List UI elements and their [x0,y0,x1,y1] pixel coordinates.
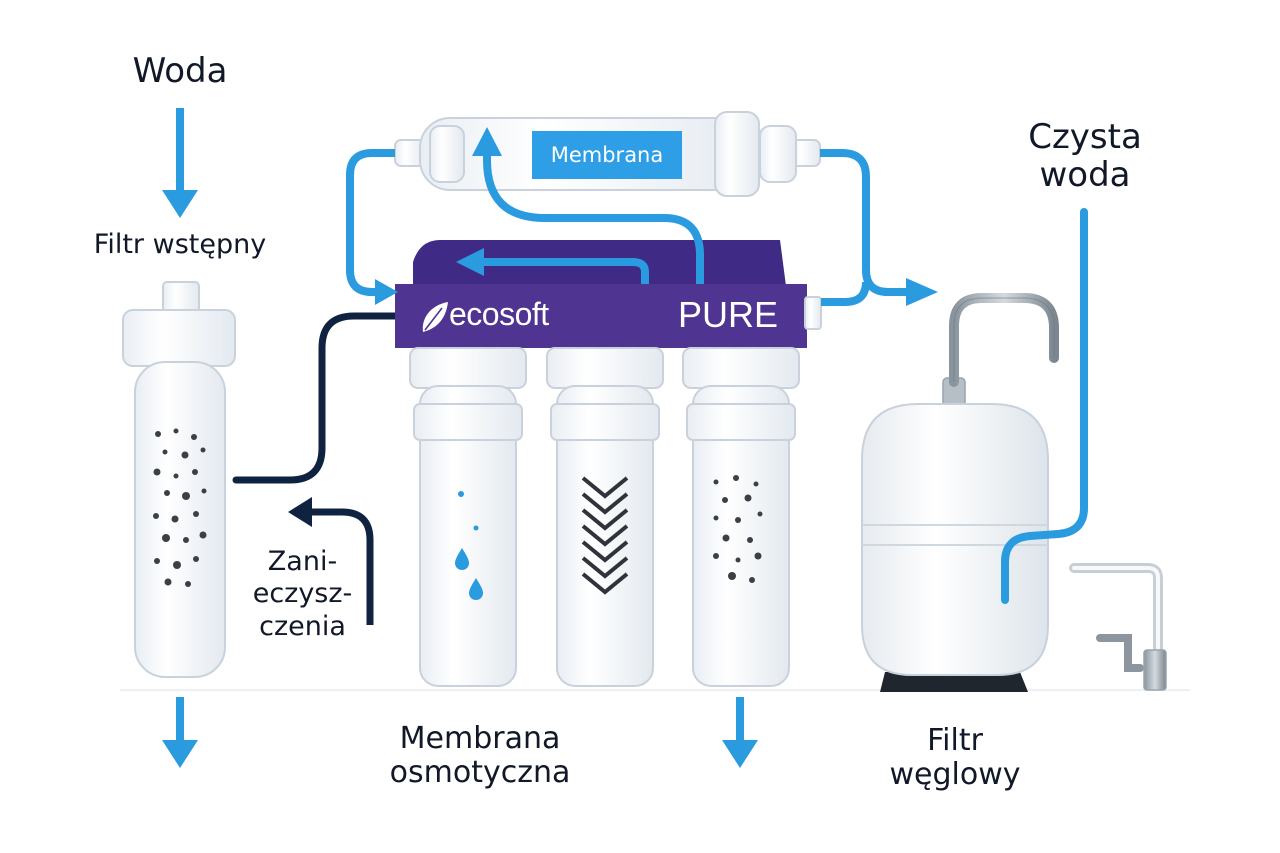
prefilter-drain-arrow [162,697,198,768]
carbon-filter-label: Filtr węglowy [889,723,1021,792]
membrane-housing [394,111,821,197]
membrane-tag [532,131,682,179]
membrane-canister [546,347,664,687]
flow-s-curve [456,127,704,284]
flow-loop-left [346,149,398,305]
chevron-pattern [581,476,629,595]
tap-icon [1069,563,1167,691]
clean-water-line [1001,208,1088,604]
flow-loop-right [820,149,938,306]
water-in-label: Woda [132,51,228,91]
feed-line [232,312,404,484]
prefilter-cartridge [122,281,236,678]
brand-name: ecosoft [449,296,549,332]
carbon-canister [682,347,800,687]
contaminants-arrow [288,497,374,625]
membrane-tag-label: Membrana [550,143,664,167]
carbon-particles [713,475,763,583]
contaminants-label: Zani- eczysz- czenia [252,546,353,642]
leaf-icon [422,302,448,332]
osmotic-membrane-label: Membrana osmotyczna [389,721,571,790]
drain-arrow [722,697,758,768]
tank-icon [861,377,1049,692]
inlet-arrow [162,108,198,218]
sediment-particles [153,428,207,587]
prefilter-label: Filtr wstępny [93,229,267,260]
brand-model: PURE [678,294,779,335]
faucet-icon [949,293,1059,387]
sediment-canister [409,347,527,687]
clean-water-label: Czysta woda [1028,117,1142,196]
water-drops [455,491,483,600]
